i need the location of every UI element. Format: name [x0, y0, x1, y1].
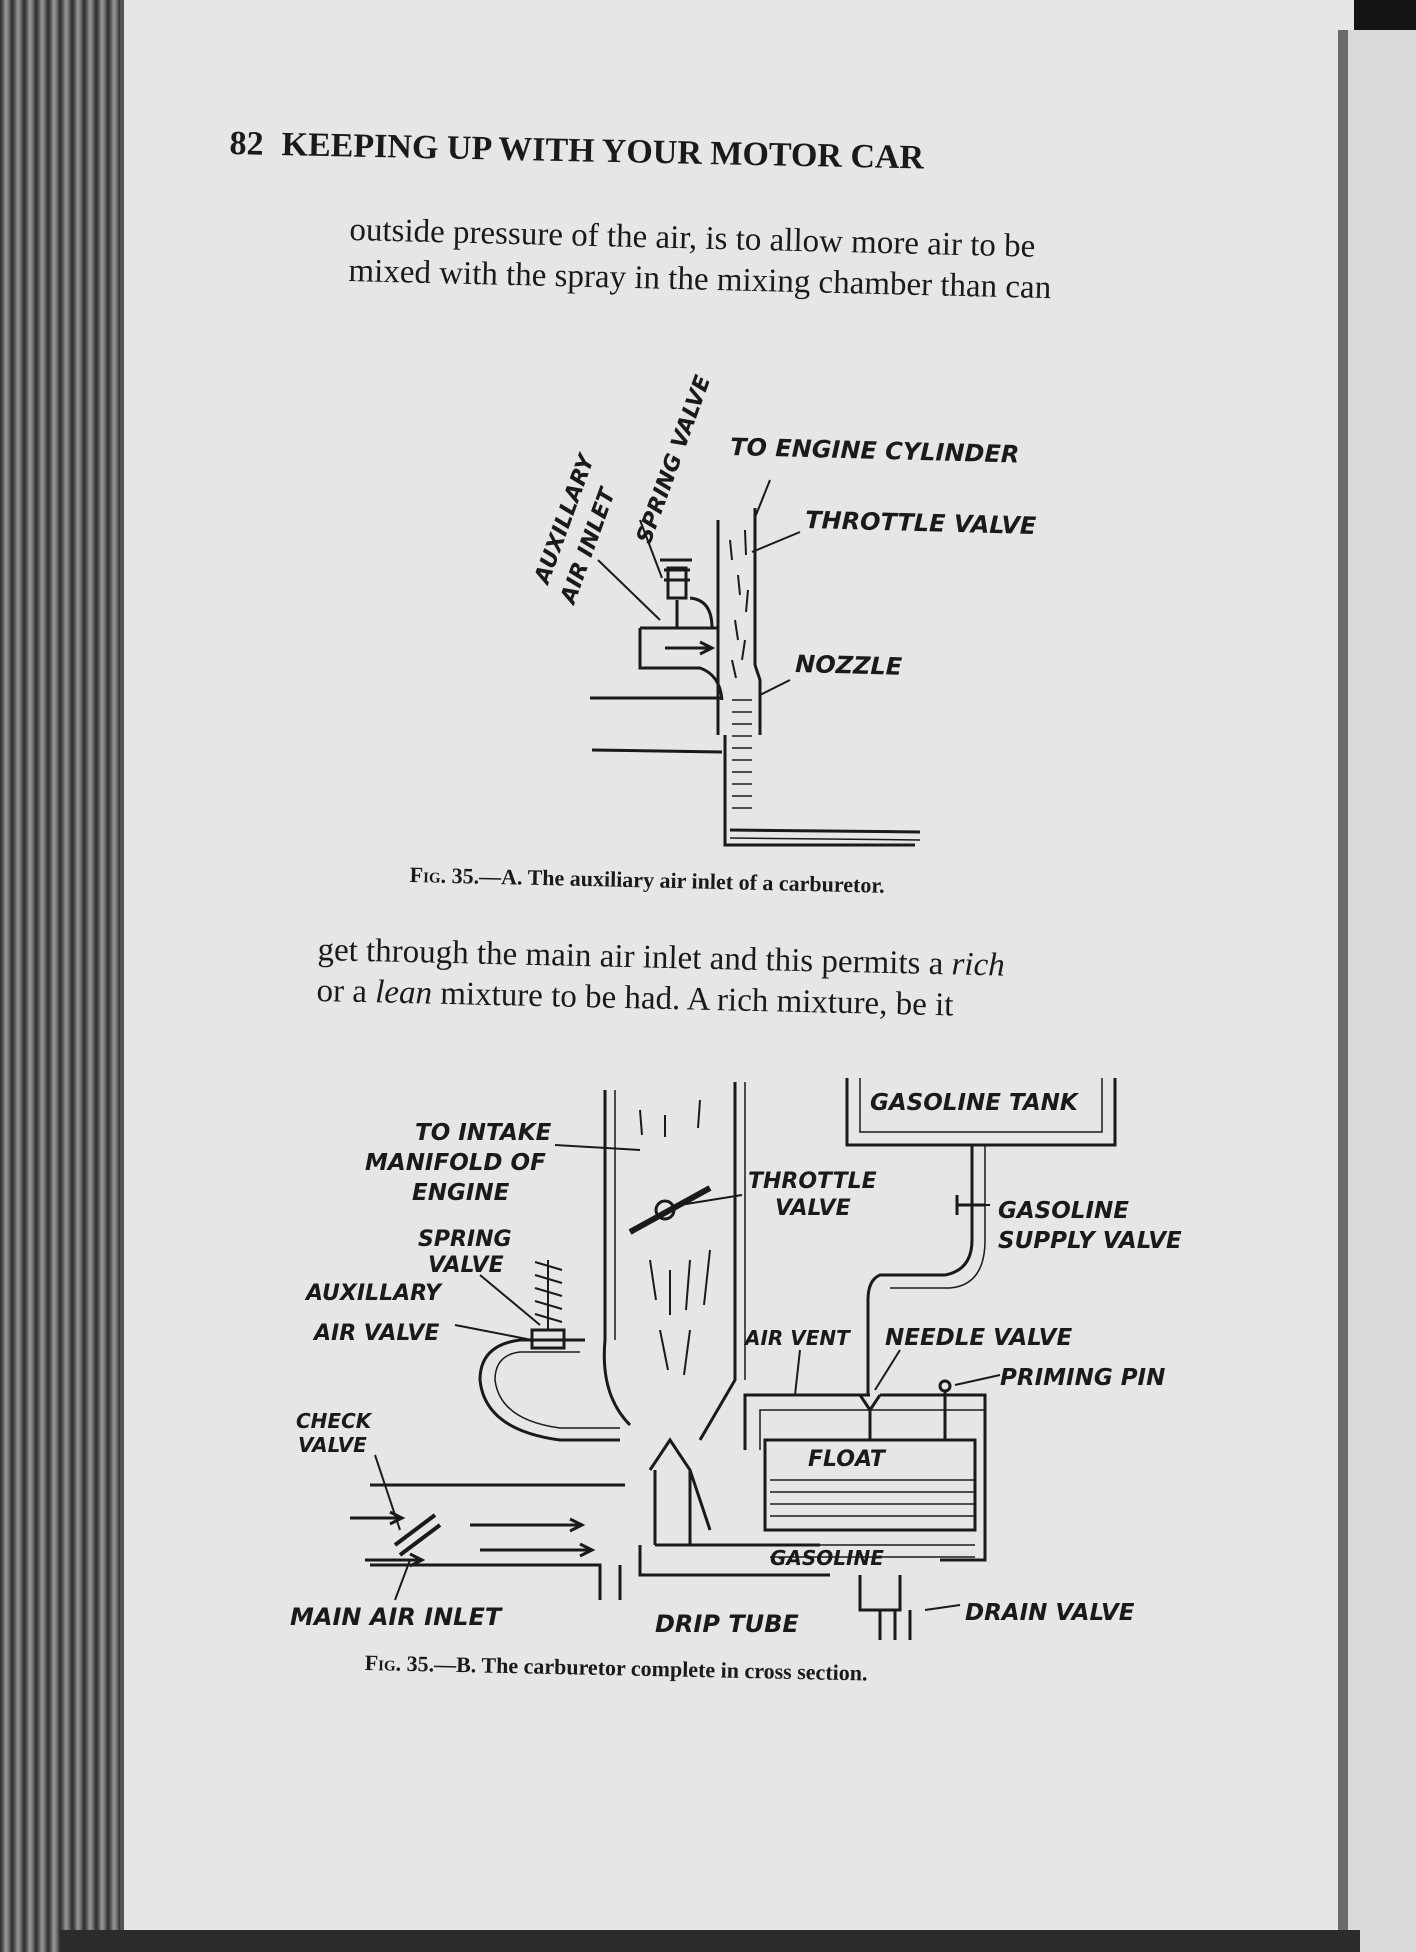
fig-b-label-manifold-of: MANIFOLD OF	[365, 1150, 546, 1176]
fig-a-label-throttle-valve: THROTTLE VALVE	[805, 506, 1037, 540]
fig-a-label-nozzle: NOZZLE	[795, 650, 903, 681]
fig-b-label-gasoline-tank: GASOLINE TANK	[870, 1090, 1080, 1116]
fig-b-label-valve: VALVE	[428, 1253, 504, 1278]
figure-b-drawing	[350, 1078, 1117, 1640]
fig-b-label-priming-pin: PRIMING PIN	[1000, 1365, 1165, 1391]
fig-b-label-spring: SPRING	[418, 1227, 512, 1252]
fig-b-label-air-valve: AIR VALVE	[312, 1321, 439, 1346]
figure-a-drawing	[590, 479, 921, 847]
fig-a-label-spring-valve: SPRING VALVE	[632, 372, 716, 547]
book-page	[120, 0, 1354, 1930]
fig-b-label-supply-valve: SUPPLY VALVE	[998, 1228, 1182, 1254]
fig-b-label-throttle-valve: VALVE	[775, 1196, 851, 1221]
fig-b-label-air-vent: AIR VENT	[743, 1326, 851, 1350]
fig-b-label-gasoline-level: GASOLINE	[770, 1546, 884, 1570]
fig-b-label-engine: ENGINE	[412, 1180, 510, 1206]
fig-b-label-to-intake: TO INTAKE	[415, 1120, 552, 1146]
fig-b-label-gasoline: GASOLINE	[998, 1198, 1129, 1224]
fig-b-label-drip-tube: DRIP TUBE	[655, 1610, 799, 1638]
facing-page-edge	[1338, 30, 1416, 1952]
fig-a-label-to-engine-cylinder: TO ENGINE CYLINDER	[730, 433, 1020, 469]
fig-b-label-float: FLOAT	[808, 1447, 887, 1472]
fig-b-label-needle-valve: NEEDLE VALVE	[885, 1325, 1072, 1351]
fig-b-label-check: CHECK	[296, 1409, 373, 1433]
fig-b-label-check-valve: VALVE	[298, 1433, 367, 1457]
fig-b-label-drain-valve: DRAIN VALVE	[965, 1600, 1135, 1626]
fig-b-label-main-air-inlet: MAIN AIR INLET	[290, 1603, 503, 1631]
bottom-shadow	[60, 1930, 1360, 1952]
fig-b-label-throttle: THROTTLE	[748, 1169, 877, 1194]
fig-b-label-auxillary: AUXILLARY	[304, 1281, 443, 1306]
